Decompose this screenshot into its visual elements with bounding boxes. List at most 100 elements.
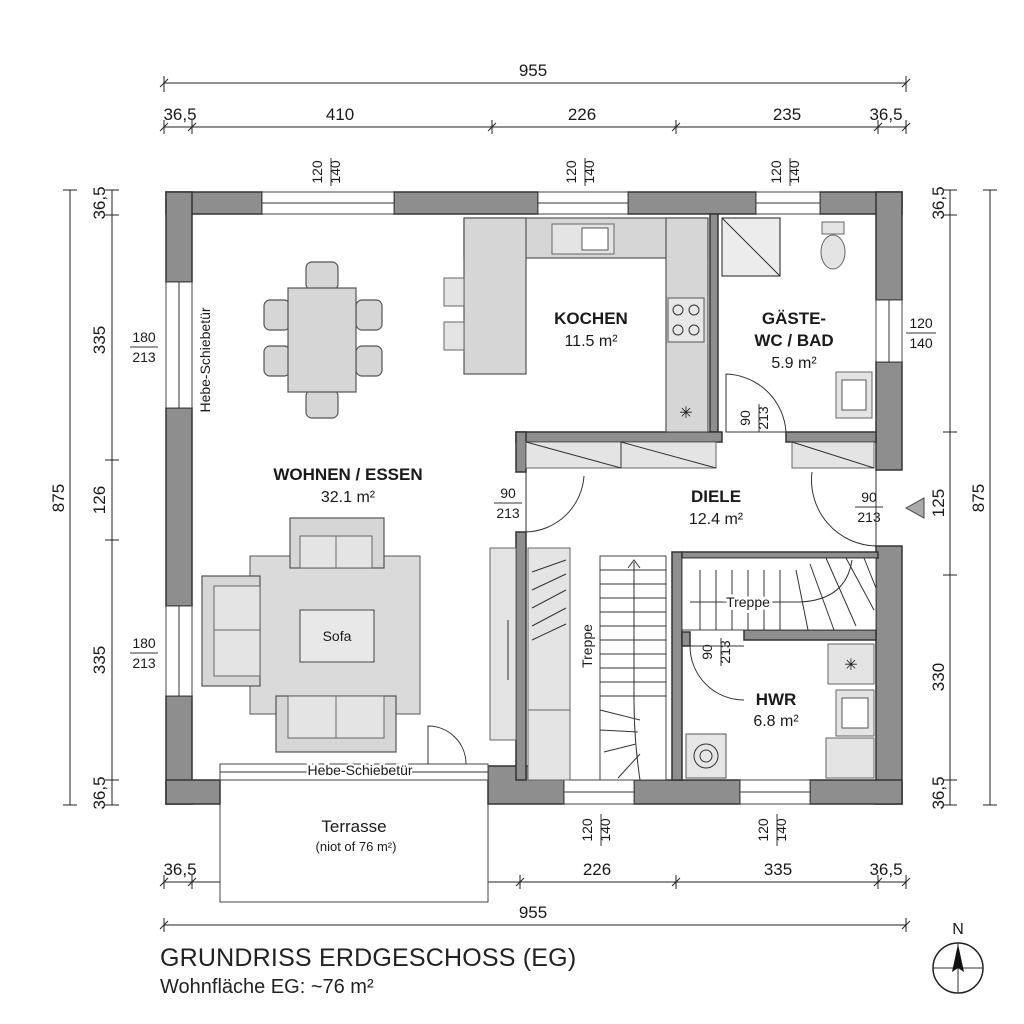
dim-bottom-5: 36,5 (869, 860, 902, 879)
win-bottom-a-w: 120 (579, 818, 595, 842)
hallway-area: 12.4 m² (689, 511, 744, 528)
terrace-name: Terrasse (321, 817, 386, 836)
kitchen-area: 11.5 m² (564, 333, 618, 350)
door-swings (427, 373, 877, 765)
dim-bottom-total: 955 (519, 903, 547, 922)
dim-left-3: 126 (90, 486, 109, 514)
inner-walls (515, 213, 879, 781)
cabinet-hatch (531, 559, 567, 641)
toilet-icon (820, 234, 846, 270)
door-swing-wc (725, 373, 787, 433)
plan-title: GRUNDRISS ERDGESCHOSS (EG) (160, 944, 577, 972)
guest-wc-name-2: WC / BAD (754, 331, 833, 350)
dim-top-5: 36,5 (869, 105, 902, 124)
win-left-b-w: 180 (132, 635, 156, 651)
dim-bottom-3: 226 (583, 860, 611, 879)
dim-left-1: 36,5 (90, 186, 109, 219)
hallway: DIELE 12.4 m² (525, 441, 875, 781)
guest-wc-name-1: GÄSTE- (762, 309, 826, 328)
living-area: 32.1 m² (321, 489, 376, 506)
dim-left-4: 335 (90, 646, 109, 674)
dim-left-5: 36,5 (90, 776, 109, 809)
stairs-secondary: Treppe (681, 557, 877, 631)
washing-machine-icon (685, 733, 727, 779)
entrance-arrow-icon (904, 497, 925, 519)
tv-sideboard (489, 547, 517, 741)
dim-left-2: 335 (90, 326, 109, 354)
opening-labels: 120 140 120 140 120 140 180 213 180 213 … (130, 158, 936, 846)
win-bottom-b-h: 140 (773, 818, 789, 842)
sofa-top (289, 517, 385, 569)
sofa-label: Sofa (323, 628, 352, 644)
door-hwr-w: 90 (699, 644, 715, 660)
dim-bottom-1: 36,5 (163, 860, 196, 879)
win-top-c-w: 120 (768, 160, 784, 184)
dim-right-total: 875 (969, 484, 988, 512)
dim-right-2: 125 (929, 489, 948, 517)
cooktop-icon (667, 297, 705, 343)
win-top-a-h: 140 (327, 160, 343, 184)
win-top-b-h: 140 (581, 160, 597, 184)
dim-right-4: 36,5 (929, 776, 948, 809)
sliding-door-label-side: Hebe-Schiebetür (197, 307, 213, 412)
boiler-star-icon: ✳ (844, 657, 857, 674)
utility-name: HWR (756, 690, 797, 709)
door-swing-terrace (427, 725, 467, 765)
kitchen-name: KOCHEN (554, 309, 628, 328)
dim-bottom-4: 335 (764, 860, 792, 879)
door-swing-hwr (689, 645, 745, 701)
guest-wc-area: 5.9 m² (771, 355, 817, 372)
door-swing-entry (811, 470, 877, 547)
door-wc-h: 213 (755, 406, 771, 430)
compass: N (932, 921, 984, 994)
coffee-table (299, 609, 375, 663)
dim-top-2: 410 (326, 105, 354, 124)
sofa-bottom (275, 695, 397, 753)
door-entry-w: 90 (861, 489, 877, 505)
win-left-a-w: 180 (132, 329, 156, 345)
win-right-h: 140 (909, 335, 933, 351)
win-bottom-a-h: 140 (597, 818, 613, 842)
win-top-a-w: 120 (309, 160, 325, 184)
win-left-a-h: 213 (132, 349, 156, 365)
win-top-c-h: 140 (786, 160, 802, 184)
living-dining: WOHNEN / ESSEN 32.1 m² Sofa Hebe-Schiebe… (197, 261, 517, 780)
hallway-name: DIELE (691, 487, 741, 506)
win-bottom-b-w: 120 (755, 818, 771, 842)
dim-top-3: 226 (568, 105, 596, 124)
dim-left-total: 875 (49, 484, 68, 512)
sliding-door-label-bottom: Hebe-Schiebetür (307, 762, 412, 778)
win-left-b-h: 213 (132, 655, 156, 671)
door-living-w: 90 (500, 485, 516, 501)
win-top-b-w: 120 (563, 160, 579, 184)
terrace: Terrasse (niot of 76 m²) (219, 779, 489, 903)
dim-top-total: 955 (519, 61, 547, 80)
stairs-main-label: Treppe (579, 624, 595, 668)
dim-right-3: 330 (929, 663, 948, 691)
living-name: WOHNEN / ESSEN (273, 465, 422, 484)
door-hwr-h: 213 (717, 640, 733, 664)
door-swing-living (525, 472, 585, 533)
dim-top-4: 235 (773, 105, 801, 124)
sofa-left (201, 575, 261, 687)
dim-right-1: 36,5 (929, 186, 948, 219)
compass-label: N (952, 921, 964, 938)
stairs-main: Treppe (579, 555, 667, 781)
terrace-note: (niot of 76 m²) (316, 839, 397, 854)
fridge-star-icon: ✳ (679, 405, 692, 422)
win-right-w: 120 (909, 315, 933, 331)
door-wc-w: 90 (737, 410, 753, 426)
plan-subtitle: Wohnfläche EG: ~76 m² (160, 976, 374, 998)
windows (165, 191, 925, 805)
utility-room: ✳ HWR 6.8 m² (685, 643, 875, 779)
north-arrow-icon (952, 944, 964, 972)
dining-table (263, 261, 383, 419)
utility-area: 6.8 m² (753, 713, 799, 730)
dim-top-1: 36,5 (163, 105, 196, 124)
door-living-h: 213 (496, 505, 520, 521)
stairs-secondary-label: Treppe (726, 594, 770, 610)
door-entry-h: 213 (857, 509, 881, 525)
kitchen: ✳ KOCHEN 11.5 m² (443, 217, 709, 433)
guest-wc: GÄSTE- WC / BAD 5.9 m² (721, 217, 873, 419)
